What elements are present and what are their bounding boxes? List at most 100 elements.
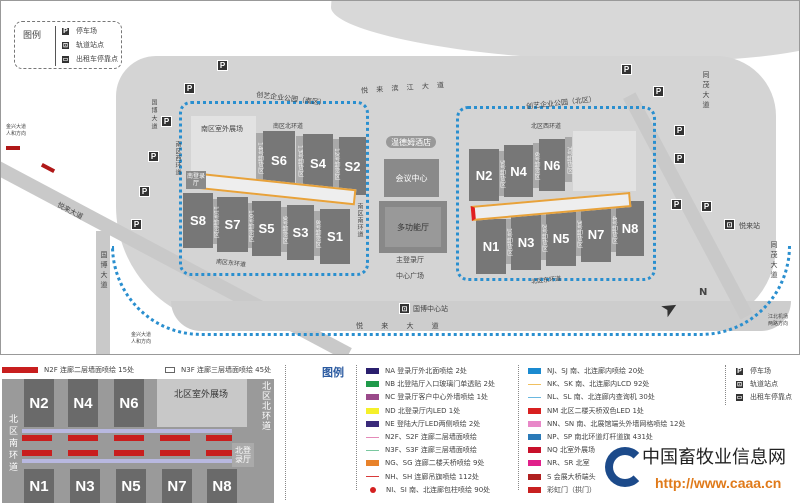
legend-item: S 会展大桥端头 bbox=[528, 472, 596, 482]
hall-s1[interactable]: S1 bbox=[320, 209, 350, 264]
inset-hall-n3: N3 bbox=[70, 469, 100, 503]
hall-n7[interactable]: N7 bbox=[581, 207, 611, 262]
metro-center-label: 国博中心站 bbox=[413, 305, 448, 313]
legend-label: NL、SL 南、北连廊内查询机 30处 bbox=[547, 393, 655, 402]
metro-icon: ⊡ bbox=[61, 40, 70, 50]
hall-s4[interactable]: S4 bbox=[303, 134, 333, 192]
legend-item: NE 登陆大厅LED两侧喷绘 2处 bbox=[366, 419, 480, 429]
hall-s3[interactable]: S3 bbox=[287, 205, 314, 260]
north-zone-inset: N2 N4 N6 北区室外展场 北区北环道 北区南环道 北登录厅 N1 N3 N… bbox=[2, 379, 274, 503]
n2f-label: N2F 连廊二层墙面喷绘 15处 bbox=[44, 366, 135, 374]
hall-n6[interactable]: N6 bbox=[539, 139, 565, 191]
dock-9: 9号卸货区 bbox=[281, 207, 288, 252]
expo-map: S6 S4 S2 S8 S7 S5 S3 S1 14号卸货区 13号卸货区 12… bbox=[0, 0, 800, 355]
parking-icon[interactable]: P bbox=[184, 83, 195, 94]
divider bbox=[725, 365, 726, 405]
inset-north-ring: 北区北环道 bbox=[260, 381, 270, 431]
parking-icon[interactable]: P bbox=[139, 186, 150, 197]
legend-label: ND 北登录厅内LED 1处 bbox=[385, 406, 461, 415]
dock-10: 10号卸货区 bbox=[247, 203, 254, 248]
parking-icon[interactable]: P bbox=[131, 219, 142, 230]
divider bbox=[285, 365, 286, 500]
watermark-url[interactable]: http://www.caaa.cn bbox=[655, 475, 782, 491]
road-guobo-south: 国博大道 bbox=[100, 251, 108, 291]
dock-12: 12号卸货区 bbox=[333, 139, 340, 189]
legend-swatch bbox=[366, 394, 379, 401]
inset-3f-strip bbox=[22, 429, 232, 433]
hall-s2[interactable]: S2 bbox=[339, 137, 366, 195]
legend-label: NI、SI 南、北连廊包柱喷绘 90处 bbox=[386, 485, 491, 494]
inset-hall-n6: N6 bbox=[114, 379, 144, 427]
legend-swatch bbox=[528, 420, 541, 427]
hall-n1[interactable]: N1 bbox=[476, 219, 506, 274]
dock-8: 8号卸货区 bbox=[314, 211, 321, 256]
legend-swatch bbox=[528, 368, 541, 374]
inset-hall-n4: N4 bbox=[68, 379, 98, 427]
hall-s5[interactable]: S5 bbox=[252, 201, 281, 256]
divider bbox=[518, 365, 519, 490]
watermark-logo bbox=[605, 447, 645, 487]
legend-label: NM 北区二楼天桥双色LED 1处 bbox=[547, 406, 644, 415]
legend-label: 出租车停靠点 bbox=[750, 393, 792, 401]
hall-n8[interactable]: N8 bbox=[616, 201, 644, 256]
legend-item: NM 北区二楼天桥双色LED 1处 bbox=[528, 406, 644, 416]
legend-label: 轨道站点 bbox=[76, 41, 104, 49]
divider bbox=[356, 365, 357, 490]
parking-icon[interactable]: P bbox=[653, 86, 664, 97]
parking-icon[interactable]: P bbox=[701, 201, 712, 212]
legend-swatch bbox=[366, 407, 379, 414]
parking-icon[interactable]: P bbox=[621, 64, 632, 75]
hall-n5[interactable]: N5 bbox=[546, 211, 576, 266]
to-jinxing-top: 金兴大道 人和方向 bbox=[6, 124, 27, 137]
legend-label: NA 登录厅外北面喷绘 2处 bbox=[385, 367, 467, 375]
legend-item: NN、SN 南、北展馆端头外墙网格喷绘 12处 bbox=[528, 419, 686, 429]
parking-icon[interactable]: P bbox=[674, 153, 685, 164]
inset-hall-n7: N7 bbox=[162, 469, 192, 503]
main-lobby-label: 主登录厅 bbox=[396, 256, 424, 264]
legend-item: NJ、SJ 南、北连廊内喷绘 20处 bbox=[528, 366, 644, 376]
dock-13: 13号卸货区 bbox=[296, 136, 304, 186]
to-airport: 江北机场 两路方向 bbox=[768, 314, 789, 327]
legend-label: 出租车停靠点 bbox=[76, 55, 118, 63]
metro-icon: ⊡ bbox=[399, 303, 410, 314]
parking-icon[interactable]: P bbox=[674, 125, 685, 136]
parking-icon[interactable]: P bbox=[161, 116, 172, 127]
metro-icon: ⊡ bbox=[735, 379, 744, 389]
legend-label: NE 登陆大厅LED两侧喷绘 2处 bbox=[385, 419, 481, 428]
taxi-icon: ▭ bbox=[61, 54, 70, 64]
inset-hall-n1: N1 bbox=[24, 469, 54, 503]
legend-label: N3F、S3F 连廊三层墙面喷绘 bbox=[385, 446, 477, 455]
legend-item: N3F、S3F 连廊三层墙面喷绘 bbox=[366, 445, 477, 455]
north-outdoor-area bbox=[573, 131, 636, 191]
legend-item: NQ 北室外展场 bbox=[528, 445, 595, 455]
legend-item: NA 登录厅外北面喷绘 2处 bbox=[366, 366, 467, 376]
legend-label: 彩虹门（拱门） bbox=[547, 485, 596, 494]
legend-label: 轨道站点 bbox=[750, 380, 778, 388]
legend-swatch bbox=[366, 420, 379, 427]
parking-icon[interactable]: P bbox=[148, 151, 159, 162]
legend-swatch bbox=[528, 447, 541, 454]
legend-panel: N2F 连廊二层墙面喷绘 15处 N3F 连廊三层墙面喷绘 45处 N2 N4 … bbox=[0, 357, 800, 503]
legend-label: NB 北登陆厅入口玻璃门单透贴 2处 bbox=[385, 380, 495, 389]
plaza-label: 中心广场 bbox=[396, 272, 424, 280]
legend-label: NN、SN 南、北展馆端头外墙网格喷绘 12处 bbox=[547, 419, 686, 428]
parking-icon[interactable]: P bbox=[217, 60, 228, 71]
multi-function-hall: 多功能厅 bbox=[379, 201, 447, 253]
legend-title: 图例 bbox=[322, 366, 344, 379]
hall-n4[interactable]: N4 bbox=[504, 145, 533, 197]
parking-icon[interactable]: P bbox=[671, 199, 682, 210]
inset-hall-n2: N2 bbox=[24, 379, 54, 427]
inset-3f-strip bbox=[22, 459, 232, 463]
hall-s7[interactable]: S7 bbox=[217, 197, 248, 252]
legend-item: NL、SL 南、北连廊内查询机 30处 bbox=[528, 392, 655, 402]
legend-label: 停车场 bbox=[76, 27, 97, 35]
legend-swatch bbox=[366, 460, 379, 467]
hall-n3[interactable]: N3 bbox=[511, 215, 541, 270]
n3f-label: N3F 连廊三层墙面喷绘 45处 bbox=[181, 366, 272, 374]
hall-n2[interactable]: N2 bbox=[469, 149, 499, 201]
legend-item: NI、SI 南、北连廊包柱喷绘 90处 bbox=[366, 485, 490, 495]
legend-label: S 会展大桥端头 bbox=[547, 472, 596, 481]
dock-2: 2号卸货区 bbox=[541, 215, 548, 260]
dock-11: 11号卸货区 bbox=[212, 199, 219, 244]
hall-s8[interactable]: S8 bbox=[183, 193, 213, 248]
